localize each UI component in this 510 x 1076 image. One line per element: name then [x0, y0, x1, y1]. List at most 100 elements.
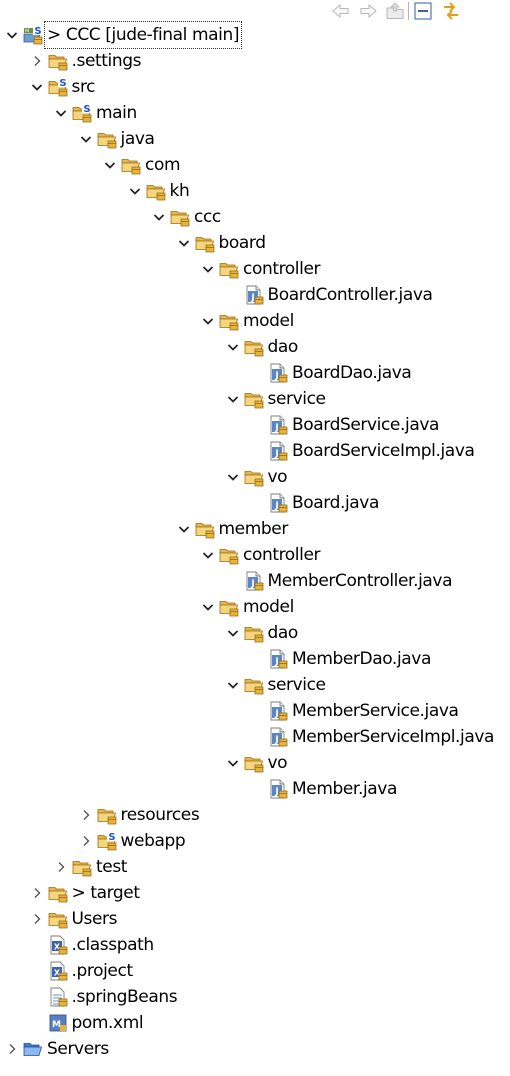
tree-item-springbeans[interactable]: .springBeans: [0, 984, 510, 1010]
svg-text:X: X: [53, 969, 60, 978]
tree-item-kh[interactable]: kh: [0, 178, 510, 204]
back-arrow-icon: [332, 3, 349, 19]
chevron-down-icon[interactable]: [225, 750, 241, 776]
tree-item-label: resources: [120, 805, 200, 825]
tree-item-dao[interactable]: dao: [0, 620, 510, 646]
chevron-down-icon[interactable]: [102, 152, 118, 178]
chevron-down-icon[interactable]: [200, 256, 216, 282]
tree-item-label: BoardServiceImpl.java: [292, 441, 475, 461]
chevron-down-icon[interactable]: [78, 126, 94, 152]
chevron-down-icon[interactable]: [4, 22, 20, 48]
tree-item-com[interactable]: com: [0, 152, 510, 178]
chevron-right-icon[interactable]: [4, 1036, 20, 1062]
chevron-right-icon[interactable]: [78, 802, 94, 828]
tree-item-label: vo: [267, 753, 288, 773]
collapse-all-icon[interactable]: [412, 0, 434, 22]
chevron-right-icon[interactable]: [53, 854, 69, 880]
tree-item-test[interactable]: test: [0, 854, 510, 880]
tree-item-vo[interactable]: vo: [0, 750, 510, 776]
tree-item-label: MemberController.java: [267, 571, 453, 591]
tree-item-boardservice-java[interactable]: J BoardService.java: [0, 412, 510, 438]
tree-item-classpath[interactable]: X.classpath: [0, 932, 510, 958]
chevron-down-icon[interactable]: [151, 204, 167, 230]
tree-item-model[interactable]: model: [0, 594, 510, 620]
tree-item-service[interactable]: service: [0, 672, 510, 698]
tree-item-resources[interactable]: resources: [0, 802, 510, 828]
tree-item-model[interactable]: model: [0, 308, 510, 334]
tree-item-users[interactable]: Users: [0, 906, 510, 932]
svg-text:S: S: [108, 832, 115, 843]
tree-item-settings[interactable]: .settings: [0, 48, 510, 74]
tree-item-label: pom.xml: [71, 1013, 144, 1033]
tree-item-label: kh: [169, 181, 190, 201]
folder-icon: [48, 887, 67, 903]
tree-item-label: vo: [267, 467, 288, 487]
tree-item-target[interactable]: > target: [0, 880, 510, 906]
source-folder-spring-icon: S: [48, 77, 68, 97]
tree-item-java[interactable]: java: [0, 126, 510, 152]
chevron-down-icon[interactable]: [176, 230, 192, 256]
tree-item-controller[interactable]: controller: [0, 256, 510, 282]
tree-item-servers[interactable]: Servers: [0, 1036, 510, 1062]
tree-item-label: BoardService.java: [292, 415, 440, 435]
tree-item-label: service: [267, 389, 327, 409]
toolbar-separator: [408, 2, 409, 20]
chevron-down-icon[interactable]: [200, 542, 216, 568]
chevron-down-icon[interactable]: [225, 620, 241, 646]
svg-text:S: S: [59, 78, 66, 89]
tree-item-vo[interactable]: vo: [0, 464, 510, 490]
folder-icon: [244, 341, 263, 357]
servers-folder-icon: [23, 1043, 43, 1056]
chevron-down-icon[interactable]: [200, 594, 216, 620]
tree-item-board[interactable]: board: [0, 230, 510, 256]
java-file-icon: J: [270, 493, 288, 513]
svg-text:X: X: [53, 943, 60, 952]
svg-text:J: J: [274, 657, 278, 667]
link-with-editor-icon[interactable]: [440, 0, 462, 22]
folder-icon: [48, 55, 67, 71]
chevron-right-icon[interactable]: [29, 880, 45, 906]
chevron-down-icon[interactable]: [225, 386, 241, 412]
tree-item-dao[interactable]: dao: [0, 334, 510, 360]
chevron-down-icon[interactable]: [176, 516, 192, 542]
chevron-down-icon[interactable]: [225, 464, 241, 490]
chevron-down-icon[interactable]: [200, 308, 216, 334]
chevron-down-icon[interactable]: [127, 178, 143, 204]
tree-item-member[interactable]: member: [0, 516, 510, 542]
source-folder-spring-icon: S: [97, 831, 117, 851]
tree-item-label: board: [218, 233, 266, 253]
chevron-down-icon[interactable]: [225, 334, 241, 360]
chevron-down-icon[interactable]: [53, 100, 69, 126]
forward-arrow-icon: [360, 3, 377, 19]
tree-item-controller[interactable]: controller: [0, 542, 510, 568]
xml-file-icon: X: [50, 935, 67, 955]
tree-item-service[interactable]: service: [0, 386, 510, 412]
svg-text:J: J: [274, 423, 278, 433]
tree-item-label: Users: [71, 909, 118, 929]
svg-text:J: J: [274, 787, 278, 797]
chevron-right-icon[interactable]: [29, 906, 45, 932]
chevron-down-icon[interactable]: [225, 672, 241, 698]
tree-item-ccc[interactable]: ccc: [0, 204, 510, 230]
tree-item-project[interactable]: X.project: [0, 958, 510, 984]
tree-item-label: webapp: [120, 831, 186, 851]
folder-icon: [195, 523, 214, 539]
chevron-right-icon[interactable]: [29, 48, 45, 74]
chevron-down-icon[interactable]: [29, 74, 45, 100]
chevron-right-icon[interactable]: [78, 828, 94, 854]
java-file-icon: J: [270, 363, 288, 383]
